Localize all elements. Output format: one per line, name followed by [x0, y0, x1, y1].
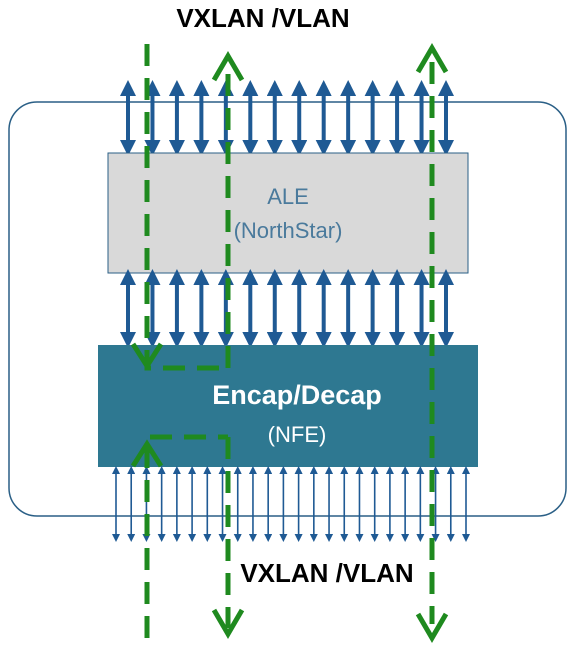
ale-box: [107, 152, 469, 274]
nfe-title: Encap/Decap: [212, 380, 382, 410]
flow-path-bridged-bottom-arrowhead: [415, 612, 449, 643]
flow-path-egress-top-arrowhead: [211, 51, 245, 82]
ale-title: ALE: [267, 184, 309, 209]
flow-path-bridged-top-arrowhead: [415, 43, 449, 74]
nfe-subtitle: (NFE): [268, 422, 327, 447]
upper-link-arrows: [120, 80, 454, 156]
flow-path-egress-bottom-arrowhead: [211, 608, 245, 639]
nfe-box: [98, 345, 478, 467]
flow-path-ingress-top-arrowhead: [130, 342, 164, 371]
top-label: VXLAN /VLAN: [176, 3, 349, 33]
lower-link-arrows: [112, 466, 470, 542]
flow-path-ingress-bottom: [144, 434, 228, 638]
bottom-label: VXLAN /VLAN: [240, 558, 413, 588]
flow-path-ingress-bottom-arrowhead: [130, 439, 164, 468]
flow-paths: [130, 43, 449, 643]
ale-subtitle: (NorthStar): [234, 218, 343, 243]
